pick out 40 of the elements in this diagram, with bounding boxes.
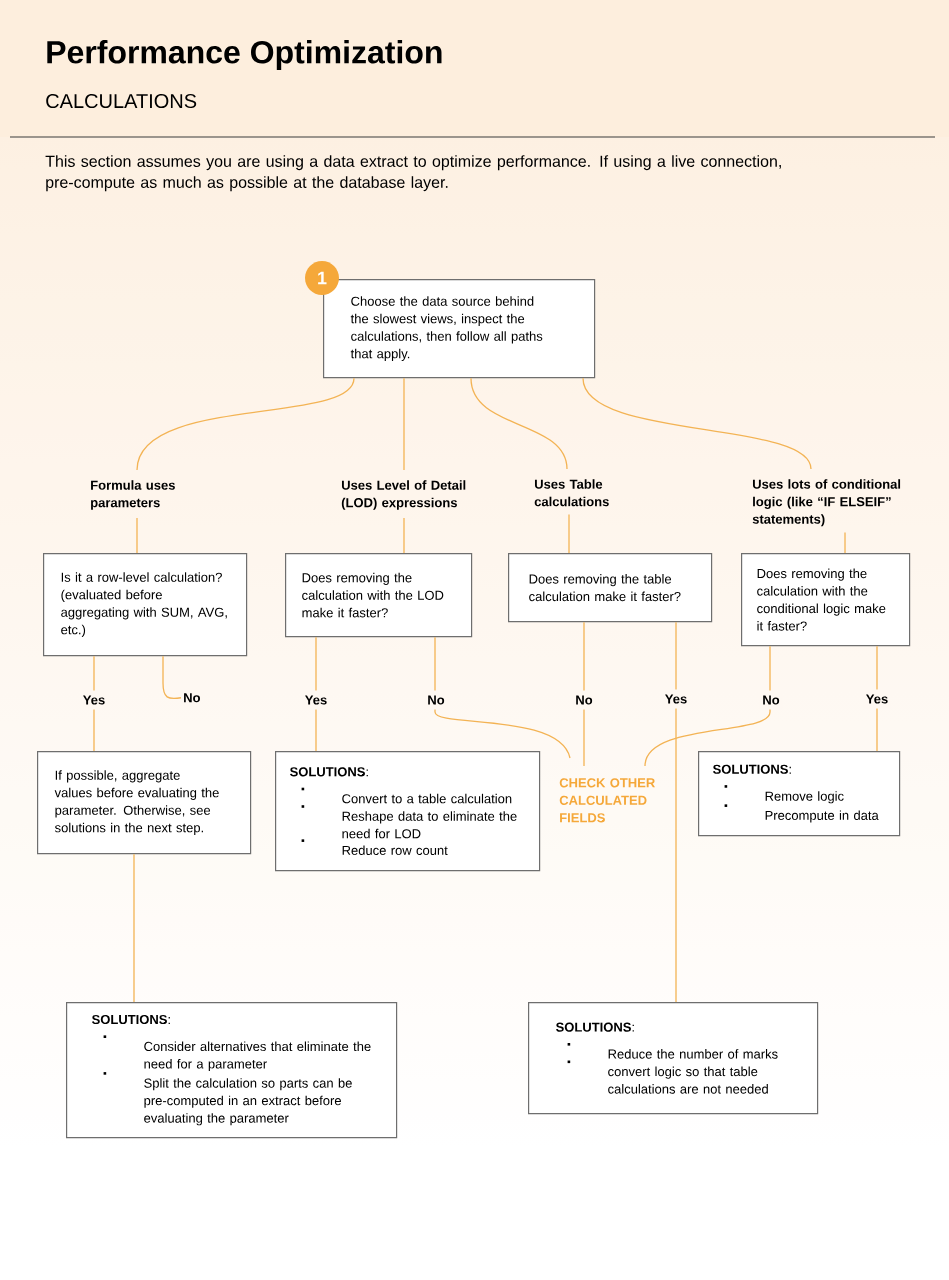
solution-box: SOLUTIONS: Remove logic Precompute in data (698, 751, 901, 837)
edge-label: Yes (79, 690, 109, 710)
edge-label: Yes (862, 689, 892, 709)
connector-line (136, 377, 355, 471)
connector-line (844, 531, 846, 554)
title: Performance Optimization (47, 40, 442, 70)
note-box: If possible, aggregate values before evaluating the parameter. Otherwise, see solutions in the next step. (37, 751, 252, 855)
edge-label: No (424, 690, 448, 710)
connector-line (133, 853, 135, 1003)
edge-label: Yes (661, 689, 691, 709)
connector-line (162, 655, 182, 700)
edge-label: No (572, 690, 596, 710)
subtitle: CALCULATIONS (46, 93, 197, 109)
answer-label: No (184, 693, 200, 703)
question-box: Is it a row-level calculation? (evaluated before aggregating with SUM, AVG, etc.) (43, 553, 248, 657)
connector-line (675, 621, 677, 1003)
edge-label: Yes (301, 690, 331, 710)
branch-label: Uses Level of Detail (LOD) expressions (341, 480, 466, 510)
edge-label: No (759, 690, 783, 710)
connector-line (470, 377, 568, 470)
branch-label: Uses Table calculations (534, 479, 609, 507)
connector-line (568, 513, 570, 554)
connector-line (644, 645, 771, 767)
connector-line (403, 377, 405, 471)
connector-line (582, 377, 812, 470)
callout-text: CHECK OTHER CALCULATED FIELDS (559, 778, 655, 823)
solution-box: SOLUTIONS: Convert to a table calculation Reshape data to eliminate the need for LOD Reduce row count (275, 751, 541, 872)
question-box: Does removing the calculation with the LOD make it faster? (285, 553, 473, 638)
connector-line (583, 621, 585, 767)
branch-label: Formula uses parameters (91, 480, 175, 510)
connector-line (136, 517, 138, 554)
branch-label: Uses lots of conditional logic (like “IF ELSEIF” statements) (752, 479, 901, 527)
connector-line (434, 636, 571, 759)
question-box: Does removing the calculation with the conditional logic make it faster? (741, 553, 911, 647)
connector-line (403, 517, 405, 554)
question-box: Does removing the table calculation make it faster? (508, 553, 713, 623)
solution-box: SOLUTIONS: Consider alternatives that eliminate the need for a parameter Split the calculation so parts can be pre-computed in an extract before evaluating the parameter (66, 1002, 398, 1139)
step-number-badge: 1 (305, 261, 339, 295)
intro-text: This section assumes you are using a data extract to optimize performance. If using a live connection, pre-compute as much as possible at the database layer. (45, 155, 781, 192)
solution-box: SOLUTIONS: Reduce the number of marks convert logic so that table calculations are not needed (528, 1002, 819, 1115)
